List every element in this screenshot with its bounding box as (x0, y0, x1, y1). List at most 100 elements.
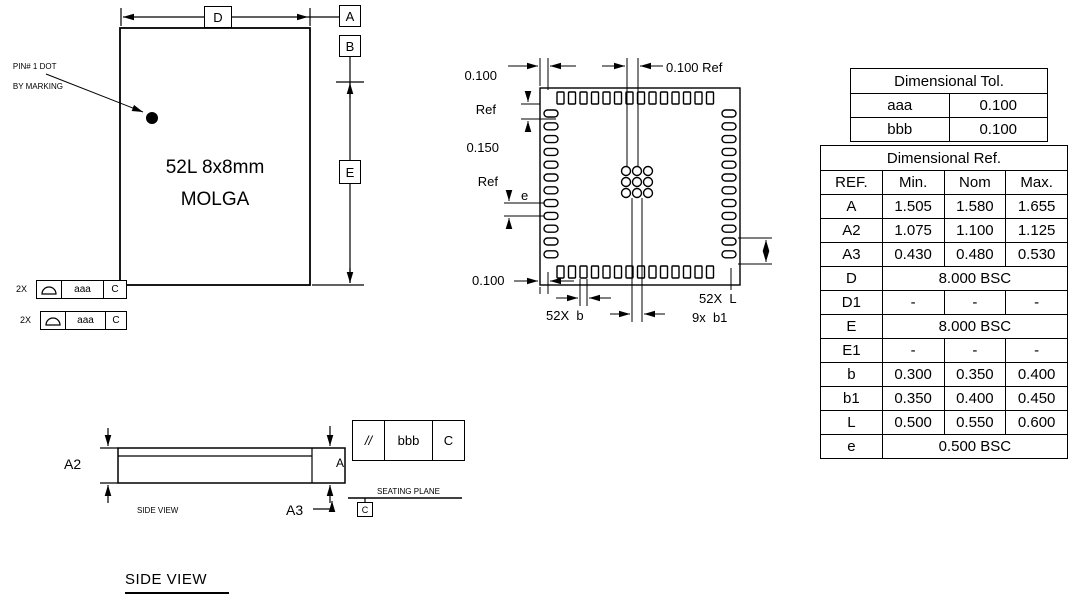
max-cell: 0.450 (1005, 386, 1068, 411)
dimensional-tol-table: Dimensional Tol. aaa 0.100 bbb 0.100 (850, 68, 1048, 142)
ref-cell: D (820, 266, 883, 291)
dim-A3: A3 (286, 502, 304, 518)
fcf2-tolerance: aaa (65, 312, 105, 329)
datum-feature-frame-1: aaa C (36, 280, 127, 299)
fcf2-prefix: 2X (20, 315, 32, 325)
pin1-dot (146, 112, 158, 124)
table-row: A2 1.075 1.100 1.125 (820, 218, 1068, 243)
dim-label-E: E (339, 160, 361, 184)
min-cell: 0.300 (881, 362, 945, 387)
dim-unit: Ref (475, 102, 496, 117)
profile-of-surface-icon (37, 281, 61, 298)
dimensional-ref-table: Dimensional Ref. REF. Min. Nom Max. A 1.… (820, 145, 1069, 459)
pin1-note: PIN# 1 DOT BY MARKING (4, 52, 63, 102)
table-header-row: REF. Min. Nom Max. (820, 170, 1068, 195)
ref-table-title: Dimensional Ref. (820, 145, 1068, 171)
fcf2-datum: C (105, 312, 126, 329)
ref-cell: A2 (820, 218, 883, 243)
tol-ref-cell: bbb (850, 117, 950, 142)
dim-value: 0.150 (466, 140, 499, 155)
table-row: A 1.505 1.580 1.655 (820, 194, 1068, 219)
max-cell: - (1005, 290, 1068, 315)
max-cell: 0.400 (1005, 362, 1068, 387)
table-row: E1 - - - (820, 338, 1068, 363)
fcf1-prefix: 2X (16, 284, 28, 294)
table-row: b1 0.350 0.400 0.450 (820, 386, 1068, 411)
side-fcf-tolerance: bbb (384, 421, 432, 460)
min-cell: - (881, 290, 945, 315)
package-title-line2: MOLGA (180, 189, 250, 210)
max-cell: 0.600 (1005, 410, 1068, 435)
datum-feature-frame-2: aaa C (40, 311, 127, 330)
table-title-row: Dimensional Tol. (850, 68, 1048, 94)
table-row: L 0.500 0.550 0.600 (820, 410, 1068, 435)
ref-cell: b1 (820, 386, 883, 411)
profile-of-surface-icon (41, 312, 65, 329)
ref-cell: E (820, 314, 883, 339)
dim-0100-ref-top-left: 0.100 Ref (450, 50, 497, 135)
tol-value-cell: 0.100 (948, 117, 1048, 142)
dim-52x-L: 52X L (699, 291, 737, 306)
max-cell: 0.530 (1005, 242, 1068, 267)
side-view-drawing (100, 426, 462, 512)
seating-plane-label: SEATING PLANE (377, 487, 440, 496)
min-cell: 1.505 (881, 194, 945, 219)
side-view-caption-large: SIDE VIEW (125, 571, 230, 594)
table-row: aaa 0.100 (850, 93, 1048, 118)
dim-0100-bottom: 0.100 (472, 273, 505, 288)
parallelism-glyph: // (364, 433, 373, 448)
bottom-view-dimensions (504, 58, 772, 322)
table-title-row: Dimensional Ref. (820, 145, 1068, 171)
table-row: e 0.500 BSC (820, 434, 1069, 459)
dim-0100-ref-top-right: 0.100 Ref (666, 60, 723, 75)
center-thermal-balls (620, 165, 654, 199)
dim-unit: Ref (477, 174, 498, 189)
nom-cell: - (943, 338, 1007, 363)
table-row: D1 - - - (820, 290, 1068, 315)
min-cell: 0.430 (881, 242, 945, 267)
dim-0150-ref-left: 0.150 Ref (452, 122, 499, 207)
ref-cell: e (820, 434, 883, 459)
max-cell: - (1005, 338, 1068, 363)
header-cell: Max. (1005, 170, 1068, 195)
nom-cell: 0.480 (943, 242, 1007, 267)
min-cell: 1.075 (881, 218, 945, 243)
bottom-view-drawing (539, 87, 741, 286)
pin1-note-line2: BY MARKING (12, 82, 63, 91)
header-cell: Nom (943, 170, 1007, 195)
tol-ref-cell: aaa (850, 93, 950, 118)
span-cell: 0.500 BSC (881, 434, 1069, 459)
fcf1-tolerance: aaa (61, 281, 103, 298)
nom-cell: 0.400 (943, 386, 1007, 411)
pin1-note-line1: PIN# 1 DOT (12, 62, 57, 71)
dim-A2: A2 (64, 456, 82, 472)
min-cell: 0.350 (881, 386, 945, 411)
datum-label-A: A (339, 5, 361, 27)
ref-cell: E1 (820, 338, 883, 363)
nom-cell: 1.580 (943, 194, 1007, 219)
min-cell: - (881, 338, 945, 363)
min-cell: 0.500 (881, 410, 945, 435)
nom-cell: - (943, 290, 1007, 315)
table-row: A3 0.430 0.480 0.530 (820, 242, 1068, 267)
header-cell: REF. (820, 170, 883, 195)
side-view-caption-small: SIDE VIEW (137, 506, 179, 515)
table-row: bbb 0.100 (850, 117, 1048, 142)
ref-cell: L (820, 410, 883, 435)
table-row: D 8.000 BSC (820, 266, 1069, 291)
perimeter-pads (543, 91, 737, 279)
nom-cell: 0.550 (943, 410, 1007, 435)
dim-value: 0.100 (464, 68, 497, 83)
dim-9x-b1: 9x b1 (692, 310, 728, 325)
parallelism-feature-frame: // bbb C (352, 420, 465, 461)
nom-cell: 1.100 (943, 218, 1007, 243)
dim-A: A (336, 456, 345, 470)
table-row: b 0.300 0.350 0.400 (820, 362, 1068, 387)
max-cell: 1.655 (1005, 194, 1068, 219)
dim-label-D: D (204, 6, 232, 28)
dim-52x-b: 52X b (546, 308, 584, 323)
span-cell: 8.000 BSC (881, 314, 1069, 339)
datum-label-C: C (357, 502, 373, 517)
